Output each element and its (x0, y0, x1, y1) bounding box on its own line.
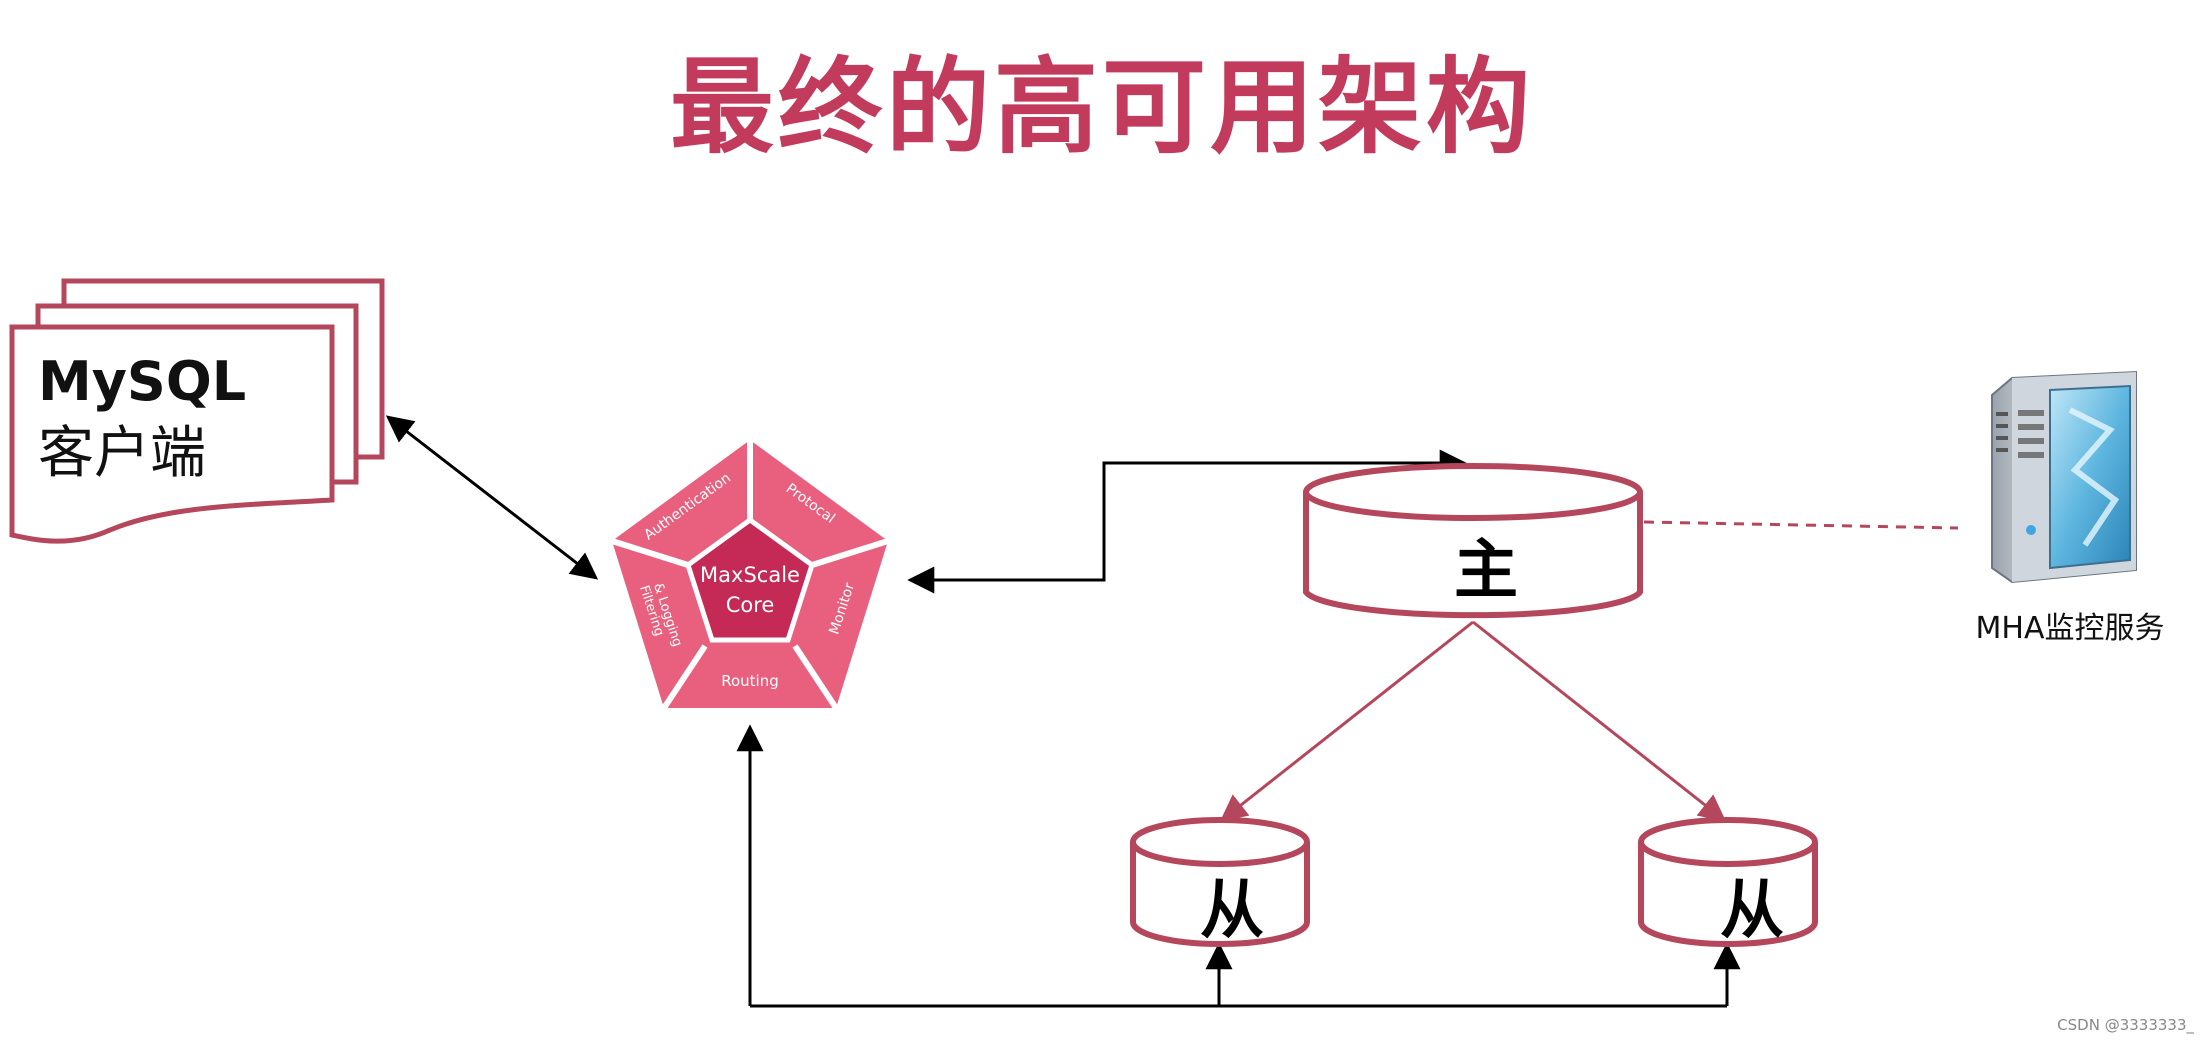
segment-routing: Routing (721, 672, 779, 690)
server-icon (1991, 370, 2137, 584)
client-doc-front (9, 324, 335, 544)
master-database: 主 (1303, 463, 1643, 619)
client-label-line2: 客户端 (38, 421, 206, 486)
mysql-client-node: MySQL 客户端 (9, 278, 385, 544)
page-title: 最终的高可用架构 (669, 46, 1534, 168)
maxscale-master-connector (907, 449, 1467, 594)
mha-dashed-link (1643, 520, 1959, 530)
maxscale-core (685, 516, 815, 643)
slave-database-left: 从 (1130, 817, 1310, 948)
client-label-line1: MySQL (38, 350, 246, 413)
slave-database-right: 从 (1638, 817, 1818, 948)
replication-arrow-right (1472, 620, 1727, 822)
maxscale-core-line1: MaxScale (700, 563, 800, 587)
slave-left-label: 从 (1200, 874, 1264, 948)
maxscale-pentagon: MaxScale Core Authentication Protocal Mo… (611, 440, 889, 710)
maxscale-core-line2: Core (726, 593, 775, 617)
watermark: CSDN @3333333_ (2057, 1016, 2194, 1034)
master-label: 主 (1454, 534, 1518, 608)
slave-right-label: 从 (1720, 874, 1784, 948)
mha-label: MHA监控服务 (1976, 611, 2165, 646)
client-maxscale-arrow (385, 415, 599, 580)
replication-arrow-left (1219, 620, 1474, 822)
